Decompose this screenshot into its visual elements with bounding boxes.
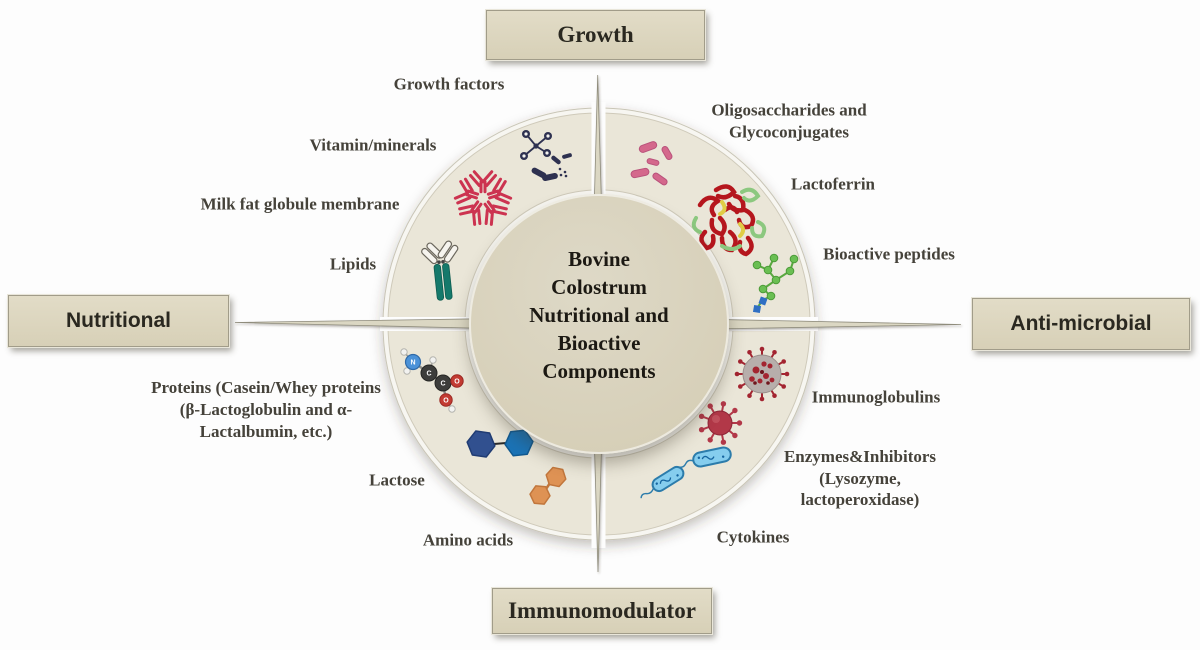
title-line: Colostrum (551, 275, 647, 299)
title-line: Bioactive (557, 331, 641, 355)
label-milk-fat-globule-membrane: Milk fat globule membrane (200, 194, 400, 214)
growth-axis-box: Growth (485, 9, 706, 61)
label-vitamin-minerals: Vitamin/minerals (309, 135, 437, 155)
label-line: Glycoconjugates (729, 122, 849, 141)
center-circle: Bovine Colostrum Nutritional and Bioacti… (469, 194, 729, 454)
amino-hexagons-icon (529, 466, 567, 505)
red-virus-icon (698, 401, 743, 445)
title-line: Nutritional and (529, 303, 669, 327)
growth-factor-molecule-icon (520, 130, 572, 182)
label-line: Enzymes&Inhibitors (783, 446, 937, 466)
label-line: (β-Lactoglobulin and α- (179, 400, 353, 419)
svg-text:C: C (440, 381, 445, 388)
label-lactose: Lactose (369, 470, 425, 490)
diagram-title: Bovine Colostrum Nutritional and Bioacti… (529, 245, 668, 385)
label-growth-factors: Growth factors (393, 74, 505, 94)
label-bioactive-peptides: Bioactive peptides (823, 244, 955, 264)
label-oligosaccharides: Oligosaccharides and Glycoconjugates (711, 100, 866, 143)
pink-bacteria-icon (630, 141, 673, 186)
blue-bacteria-icon (640, 446, 732, 499)
label-lipids: Lipids (329, 254, 377, 274)
amino-acid-molecule-icon: N C C O O (400, 348, 464, 413)
title-line: Components (542, 359, 656, 383)
coronavirus-icon (734, 346, 790, 402)
label-enzymes-inhibitors: Enzymes&Inhibitors (Lysozyme, lactoperox… (784, 446, 936, 511)
nutritional-axis-box: Nutritional (7, 294, 230, 348)
label-lactoferrin: Lactoferrin (790, 174, 876, 194)
label-amino-acids: Amino acids (422, 530, 514, 550)
label-line: lactoperoxidase) (800, 489, 920, 509)
lactoferrin-protein-icon (691, 184, 767, 257)
label-line: Oligosaccharides and (711, 100, 867, 120)
igm-antibody-icon (453, 170, 513, 226)
igg-antibody-icon (421, 240, 459, 301)
svg-text:N: N (410, 360, 415, 367)
svg-text:O: O (443, 398, 449, 405)
svg-text:O: O (454, 379, 460, 386)
svg-text:C: C (426, 371, 431, 378)
label-immunoglobulins: Immunoglobulins (811, 387, 941, 407)
label-line: Lactalbumin, etc.) (199, 422, 333, 441)
peptide-chain-icon (752, 253, 799, 314)
title-line: Bovine (568, 247, 630, 271)
lactose-hexagons-icon (466, 429, 534, 458)
label-line: (Lysozyme, (819, 468, 901, 488)
antimicrobial-axis-box: Anti-microbial (971, 297, 1191, 351)
immunomodulator-axis-box: Immunomodulator (491, 587, 713, 635)
label-proteins: Proteins (Casein/Whey proteins (β-Lactog… (151, 377, 381, 443)
label-line: Proteins (Casein/Whey proteins (151, 378, 381, 397)
label-cytokines: Cytokines (716, 527, 790, 547)
